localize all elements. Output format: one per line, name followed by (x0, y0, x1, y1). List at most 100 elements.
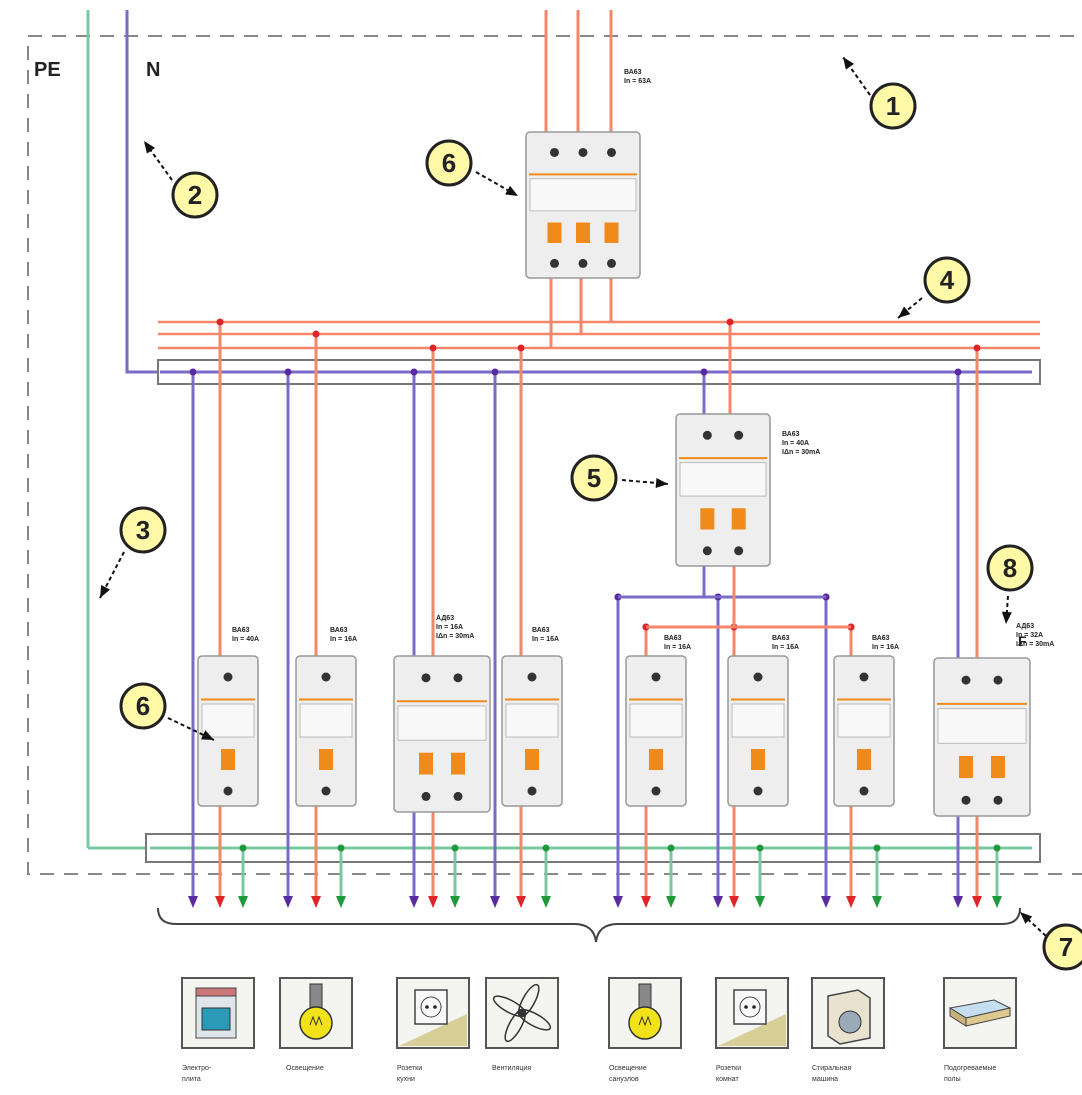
output-arrow (755, 896, 765, 908)
callout-6: 6 (119, 682, 215, 741)
callout-pointer (897, 297, 923, 319)
callout-pointer (475, 171, 519, 197)
output-arrow (953, 896, 963, 908)
breaker-b1 (197, 655, 259, 807)
callout-circle (171, 171, 219, 219)
breaker-b5 (625, 655, 687, 807)
junction-dot (954, 368, 962, 376)
junction-dot (337, 844, 345, 852)
breaker-toggle (991, 755, 1005, 779)
junction-dot (491, 368, 499, 376)
junction-dot (429, 344, 437, 352)
load-item: Вентиляция (485, 977, 559, 1072)
output-arrow (336, 896, 346, 908)
breaker-b3 (393, 655, 491, 813)
terminal-screw (651, 786, 661, 796)
callout-1: 1 (842, 56, 917, 130)
spec-b6: In = 16A (772, 644, 799, 651)
callout-4: 4 (897, 256, 971, 319)
callout-circle (1042, 923, 1082, 971)
spec-rcd-main: ВА63 (782, 431, 800, 438)
output-arrow (713, 896, 723, 908)
breaker-toggle (604, 222, 619, 243)
breaker-window (731, 703, 785, 738)
breaker-b7 (833, 655, 895, 807)
lamp-icon (628, 983, 662, 1040)
breaker-window (937, 708, 1027, 744)
terminal-screw (578, 147, 588, 157)
callout-arrowhead (1020, 912, 1033, 924)
breaker-toggle (649, 749, 663, 770)
spec-b4: In = 16A (532, 636, 559, 643)
breakers (197, 131, 1031, 817)
output-arrow (666, 896, 676, 908)
callout-circle (425, 139, 473, 187)
breaker-toggle (419, 752, 433, 775)
junction-dot (993, 844, 1001, 852)
enclosure-border (27, 35, 1082, 875)
junction-dot (756, 844, 764, 852)
terminal-screw (859, 786, 869, 796)
socket-icon (399, 989, 467, 1046)
breaker-b4 (501, 655, 563, 807)
callout-arrowhead (201, 730, 214, 740)
load-caption: санузлов (609, 1076, 639, 1083)
junction-dot (239, 844, 247, 852)
load-caption: Розетки (397, 1065, 422, 1072)
socket-icon (718, 989, 786, 1046)
breaker-toggle (319, 749, 333, 770)
callout-circle (986, 544, 1034, 592)
output-arrow (215, 896, 225, 908)
breaker-window (505, 703, 559, 738)
breaker-toggle (857, 749, 871, 770)
terminal-screw (993, 795, 1003, 805)
output-arrow (613, 896, 623, 908)
terminal-screw (527, 672, 537, 682)
callout-number: 8 (1003, 553, 1017, 583)
output-arrow (641, 896, 651, 908)
breaker-toggle (525, 749, 539, 770)
breaker-window (629, 703, 683, 738)
breaker-toggle (959, 755, 973, 779)
terminal-screw (550, 258, 559, 268)
terminal-screw (321, 786, 331, 796)
load-caption: Подогреваемые (944, 1065, 996, 1072)
stove-icon (195, 987, 237, 1039)
junction-dot (873, 844, 881, 852)
terminal-screw (651, 672, 661, 682)
terminal-screw (607, 258, 616, 268)
terminal-screw (421, 791, 431, 801)
callout-arrowhead (898, 306, 911, 318)
breaker-toggle (547, 222, 562, 243)
output-arrow (490, 896, 500, 908)
breaker-window (201, 703, 255, 738)
load-caption: Освещение (286, 1065, 324, 1072)
breaker-b6 (727, 655, 789, 807)
terminal-screw (223, 672, 233, 682)
terminal-screw (734, 430, 744, 440)
callout-3: 3 (99, 506, 167, 599)
callout-number: 6 (136, 691, 150, 721)
phase-busbar (158, 320, 1040, 350)
callout-number: 3 (136, 515, 150, 545)
terminal-screw (607, 147, 616, 157)
terminal-screw (734, 546, 744, 556)
output-arrow (872, 896, 882, 908)
breaker-toggle (451, 752, 465, 775)
terminal-screw (961, 675, 971, 685)
spec-b4: ВА63 (532, 627, 550, 634)
breaker-window (397, 705, 487, 741)
terminal-screw (550, 147, 559, 157)
output-arrow (972, 896, 982, 908)
output-arrow (428, 896, 438, 908)
output-arrow (311, 896, 321, 908)
callout-arrowhead (505, 185, 518, 196)
output-arrow (821, 896, 831, 908)
callout-7: 7 (1019, 911, 1082, 971)
spec-b8: In = 32A (1016, 632, 1043, 639)
spec-rcd-main: In = 40A (782, 440, 809, 447)
